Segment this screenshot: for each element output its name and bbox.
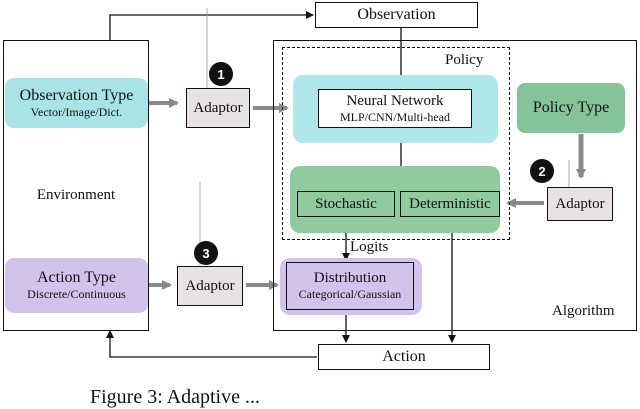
badge-3-number: 3 bbox=[202, 245, 210, 261]
action-type-title: Action Type bbox=[36, 269, 116, 286]
policy-type-node: Policy Type bbox=[517, 83, 625, 133]
observation-type-node: Observation Type Vector/Image/Dict. bbox=[5, 78, 148, 128]
observation-type-title: Observation Type bbox=[19, 86, 134, 104]
adaptor-1-label: Adaptor bbox=[193, 99, 243, 116]
neural-network-node: Neural Network MLP/CNN/Multi-head bbox=[318, 89, 472, 128]
env-to-observation-arrow bbox=[109, 11, 314, 40]
observation-label: Observation bbox=[357, 6, 436, 23]
adaptor-3-node: Adaptor bbox=[177, 266, 243, 306]
action-label: Action bbox=[382, 348, 426, 365]
policy-label: Policy bbox=[445, 52, 484, 68]
adaptor-3-label: Adaptor bbox=[185, 277, 235, 294]
badge-1: 1 bbox=[209, 62, 233, 86]
action-type-node: Action Type Discrete/Continuous bbox=[5, 258, 148, 313]
observation-node: Observation bbox=[315, 2, 478, 28]
distribution-node: Distribution Categorical/Gaussian bbox=[286, 262, 414, 310]
action-type-subtitle: Discrete/Continuous bbox=[27, 287, 126, 301]
stochastic-label: Stochastic bbox=[315, 195, 377, 212]
action-node: Action bbox=[318, 344, 490, 370]
adaptor-1-node: Adaptor bbox=[186, 88, 250, 128]
stochastic-node: Stochastic bbox=[297, 191, 395, 217]
badge-2-number: 2 bbox=[538, 163, 546, 179]
badge-1-number: 1 bbox=[217, 66, 225, 82]
environment-container bbox=[3, 40, 149, 331]
observation-type-subtitle: Vector/Image/Dict. bbox=[30, 104, 123, 119]
neural-network-subtitle: MLP/CNN/Multi-head bbox=[340, 109, 450, 124]
figure-caption: Figure 3: Adaptive ... bbox=[90, 386, 260, 408]
logits-label: Logits bbox=[350, 239, 389, 255]
policy-type-label: Policy Type bbox=[532, 99, 610, 116]
neural-network-title: Neural Network bbox=[346, 92, 444, 109]
deterministic-node: Deterministic bbox=[400, 191, 500, 217]
algorithm-label: Algorithm bbox=[552, 303, 615, 319]
distribution-subtitle: Categorical/Gaussian bbox=[298, 287, 402, 301]
action-to-environment-arrow bbox=[106, 330, 317, 358]
adaptor-2-label: Adaptor bbox=[555, 195, 605, 212]
environment-label: Environment bbox=[36, 186, 116, 203]
deterministic-label: Deterministic bbox=[409, 195, 491, 212]
adaptor-2-node: Adaptor bbox=[547, 187, 613, 221]
policy-region bbox=[282, 47, 510, 240]
badge-3: 3 bbox=[194, 241, 218, 265]
algorithm-container bbox=[273, 40, 637, 331]
badge-2: 2 bbox=[530, 159, 554, 183]
distribution-title: Distribution bbox=[313, 270, 387, 286]
